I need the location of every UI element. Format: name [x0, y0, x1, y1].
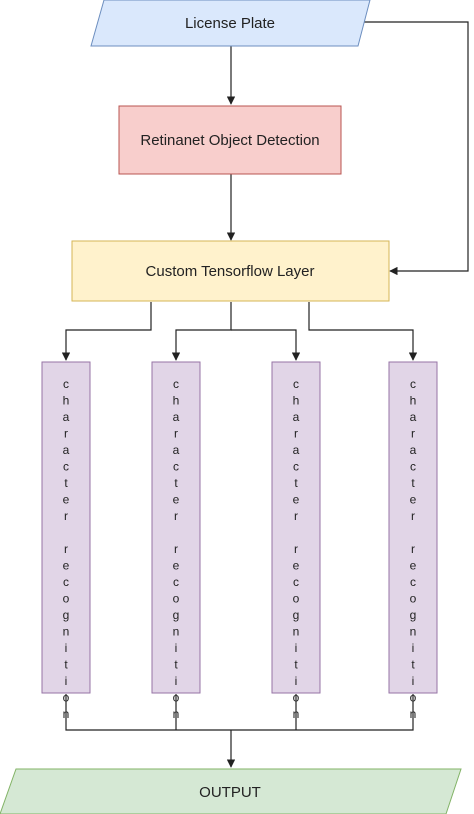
- tensorflow-layer-node: Custom Tensorflow Layer: [71, 240, 390, 302]
- license-plate-shape: [90, 0, 371, 47]
- edge-recognizer-1-merge: [65, 694, 414, 731]
- tensorflow-layer-shape: [71, 240, 390, 302]
- recognizer-shape: [151, 361, 201, 694]
- license-plate-node: License Plate: [90, 0, 371, 47]
- tensorflow-layer-label: Custom Tensorflow Layer: [146, 263, 315, 280]
- recognizer-shape: [388, 361, 438, 694]
- output-shape: [0, 768, 462, 814]
- edge-layer-to-recognizer-4: [308, 302, 418, 361]
- edge-layer-to-recognizer-1: [61, 302, 152, 361]
- detection-node: Retinanet Object Detection: [118, 105, 342, 175]
- edges: [61, 21, 469, 768]
- detection-shape: [118, 105, 342, 175]
- recognizer-shape: [41, 361, 91, 694]
- output-node: OUTPUT: [0, 768, 462, 814]
- detection-label: Retinanet Object Detection: [140, 132, 319, 149]
- edge-input-to-layer-bypass: [358, 21, 469, 276]
- edge-layer-to-recognizer-2: [171, 302, 232, 361]
- edge-layer-to-recognizer-3: [231, 329, 301, 361]
- output-label: OUTPUT: [199, 784, 261, 801]
- recognizer-shape: [271, 361, 321, 694]
- license-plate-label: License Plate: [185, 15, 275, 32]
